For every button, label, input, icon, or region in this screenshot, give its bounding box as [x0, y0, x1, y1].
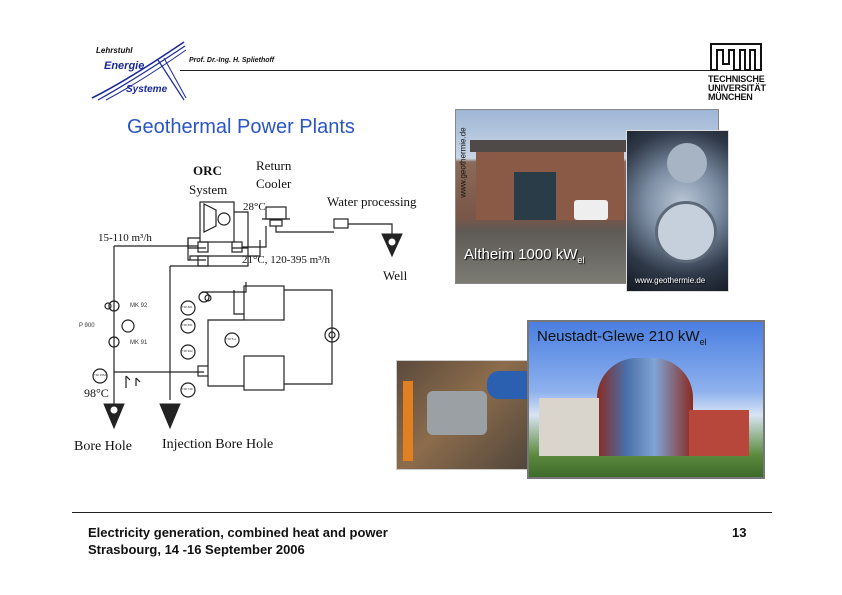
chair-logo-line2: Energie: [104, 60, 145, 72]
ti-label-902: TIR 902: [182, 349, 193, 353]
mk92-label: MK 92: [130, 303, 148, 309]
chair-logo-line1: Lehrstuhl: [96, 46, 133, 55]
heat-exchanger-3: [231, 241, 243, 253]
footer-line2: Strasbourg, 14 -16 September 2006: [88, 542, 305, 557]
system-label: System: [189, 182, 228, 197]
return-label: Return: [256, 158, 292, 173]
building-left: [539, 398, 599, 456]
tum-logo-line3: MÜNCHEN: [708, 92, 753, 102]
neustadt-building-photo: Neustadt-Glewe 210 kWel: [527, 320, 765, 479]
altheim-credit: www.geothermie.de: [635, 276, 706, 285]
bore-hole-icon: [103, 403, 125, 430]
heat-exchanger-5: [243, 355, 285, 391]
ti-label-851: TIR 851: [182, 323, 193, 327]
generator-icon: [217, 212, 231, 226]
ti-label-748: TIR 748: [182, 387, 193, 391]
tum-logo-icon: [710, 43, 762, 71]
altheim-caption: Altheim 1000 kWel: [464, 246, 585, 265]
mk91-label: MK 91: [130, 340, 148, 346]
heat-exchanger-2: [197, 255, 209, 267]
altheim-door: [514, 172, 556, 220]
footer-line1: Electricity generation, combined heat an…: [88, 525, 388, 540]
ti-label-5xx: TIR 5xx: [226, 337, 237, 341]
turbine-top: [667, 143, 707, 183]
p900-label: P 900: [79, 323, 95, 329]
chair-logo: Lehrstuhl Energie Systeme: [88, 40, 188, 102]
flow-label: 15-110 m³/h: [98, 232, 152, 244]
header-divider: [180, 70, 760, 71]
turbine-casing: [655, 201, 717, 263]
injection-bore-hole-icon: [159, 403, 181, 430]
well-label: Well: [383, 268, 408, 283]
pump-icon: [324, 327, 340, 343]
page-title: Geothermal Power Plants: [127, 116, 355, 138]
turbine-icon: [203, 203, 217, 233]
neustadt-caption: Neustadt-Glewe 210 kWel: [537, 328, 707, 347]
temp-98-label: 98°C: [84, 386, 109, 400]
well-icon: [381, 233, 403, 258]
ti-label-2551: TIR 2551: [94, 373, 107, 377]
orc-unit: [199, 201, 235, 243]
equipment-orange-pipe: [403, 381, 413, 461]
bore-hole-label: Bore Hole: [74, 439, 132, 454]
heat-exchanger-6: [197, 365, 209, 377]
plant-schematic: [92, 201, 403, 430]
orc-label: ORC: [193, 163, 222, 178]
altheim-watermark: www.geothermie.de: [458, 127, 468, 198]
heat-exchanger-4: [243, 285, 285, 321]
altheim-van: [574, 200, 608, 220]
chair-logo-line3: Systeme: [126, 84, 168, 95]
altheim-turbine-photo: www.geothermie.de: [626, 130, 729, 292]
building-tower: [597, 358, 693, 456]
equipment-vessel: [427, 391, 487, 435]
building-side: [689, 410, 749, 456]
temp-21-label: 21°C, 120-395 m³/h: [242, 254, 331, 266]
temp-28-label: 28°C: [243, 201, 266, 213]
tum-logo-line1: TECHNISCHE: [708, 74, 765, 84]
altheim-roof: [470, 140, 630, 152]
tum-logo-line2: UNIVERSITÄT: [708, 83, 766, 93]
water-processing-label: Water processing: [327, 194, 417, 209]
return-cooler-icon: [265, 206, 287, 220]
water-processing-icon: [333, 218, 349, 229]
cooler-label: Cooler: [256, 176, 292, 191]
injection-bore-hole-label: Injection Bore Hole: [162, 437, 274, 452]
ti-label-801: TIR 801: [182, 305, 193, 309]
footer-divider: [72, 512, 772, 513]
professor-name: Prof. Dr.-Ing. H. Spliethoff: [189, 57, 275, 64]
page-number: 13: [732, 525, 747, 540]
chair-logo-swoosh-icon: [91, 41, 187, 101]
heat-exchanger-1: [197, 241, 209, 253]
